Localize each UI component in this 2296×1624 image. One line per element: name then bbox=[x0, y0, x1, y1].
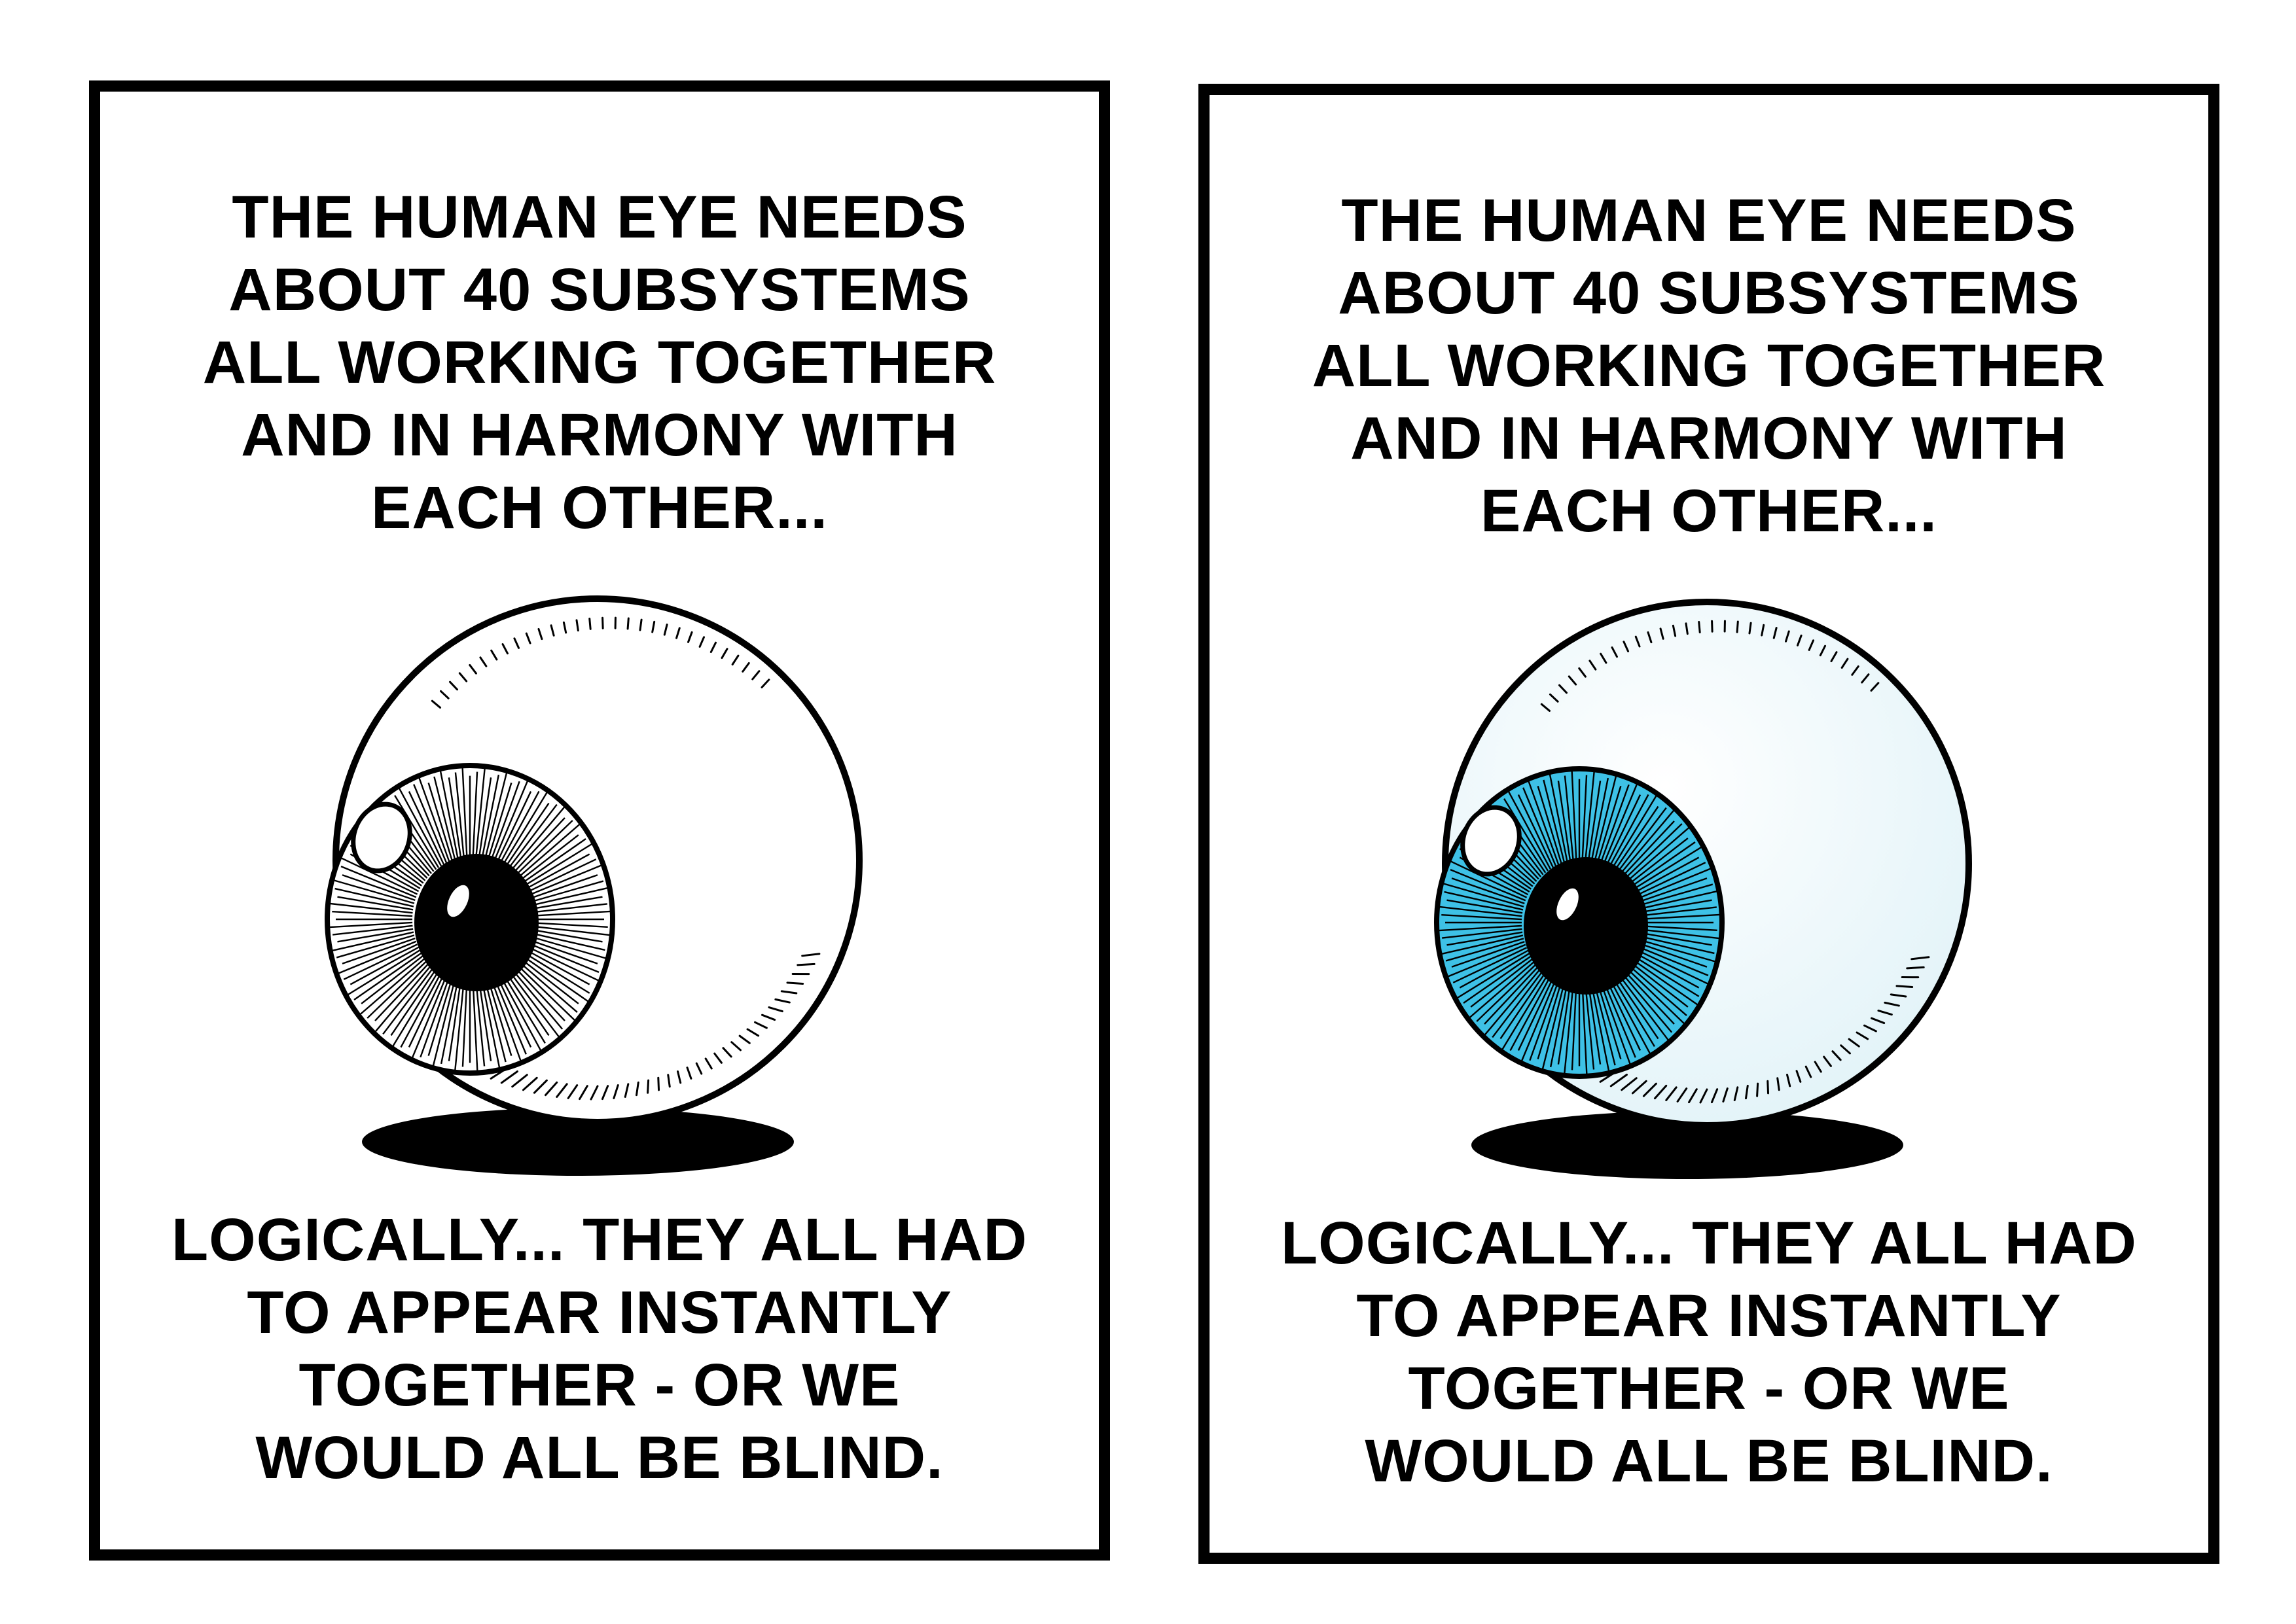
iris-highlight bbox=[1460, 805, 1522, 877]
caption-top: THE HUMAN EYE NEEDS ABOUT 40 SUBSYSTEMS … bbox=[202, 184, 997, 541]
eyeball-icon bbox=[325, 595, 863, 1176]
eye-pupil bbox=[414, 854, 539, 991]
caption-bottom: LOGICALLY... THEY ALL HAD TO APPEAR INST… bbox=[1280, 1210, 2137, 1494]
eye-shadow bbox=[1471, 1111, 1903, 1179]
eyeball-icon bbox=[1434, 599, 1972, 1179]
comic-panel-right: THE HUMAN EYE NEEDS ABOUT 40 SUBSYSTEMS … bbox=[1198, 84, 2219, 1564]
caption-top: THE HUMAN EYE NEEDS ABOUT 40 SUBSYSTEMS … bbox=[1312, 187, 2106, 544]
iris-highlight bbox=[351, 802, 412, 874]
comic-panel-left: THE HUMAN EYE NEEDS ABOUT 40 SUBSYSTEMS … bbox=[89, 80, 1110, 1561]
eye-pupil bbox=[1524, 857, 1648, 995]
caption-bottom: LOGICALLY... THEY ALL HAD TO APPEAR INST… bbox=[171, 1207, 1028, 1491]
eye-shadow bbox=[362, 1108, 794, 1176]
